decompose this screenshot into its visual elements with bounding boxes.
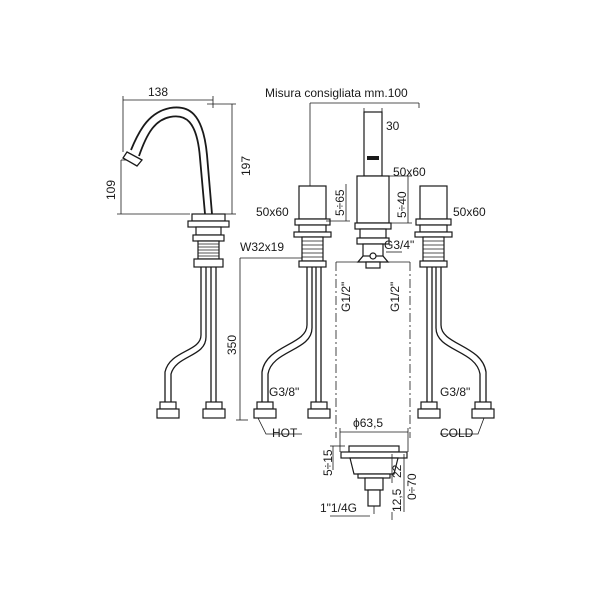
dim-50x60-right: 50x60 — [453, 205, 486, 219]
thread-g1-2-right: G1/2" — [388, 282, 402, 312]
dim-5-15: 5÷15 — [321, 449, 335, 476]
dim-50x60-top: 50x60 — [393, 165, 426, 179]
dim-5-65: 5÷65 — [333, 189, 347, 216]
dimension-labels: 138 197 109 Misura consigliata mm.100 30… — [104, 85, 486, 515]
spout-side-view — [117, 96, 236, 419]
thread-g1-2-left: G1/2" — [339, 282, 353, 312]
dim-0-70: 0÷70 — [405, 473, 419, 500]
recommended-measure: Misura consigliata mm.100 — [265, 86, 408, 100]
dim-350: 350 — [225, 335, 239, 355]
thread-g3-4: G3/4" — [384, 238, 414, 252]
dim-22: 22 — [390, 464, 404, 478]
dim-50x60-left: 50x60 — [256, 205, 289, 219]
dim-12-5: 12,5 — [390, 488, 404, 512]
label-cold: COLD — [440, 426, 474, 440]
thread-g3-8-right: G3/8" — [440, 385, 470, 399]
dim-109: 109 — [104, 180, 118, 200]
label-hot: HOT — [272, 426, 298, 440]
mixer-body-front-view — [236, 102, 495, 438]
thread-g3-8-left: G3/8" — [269, 385, 299, 399]
dim-30: 30 — [386, 119, 400, 133]
dim-138: 138 — [148, 85, 168, 99]
thread-w32x19: W32x19 — [240, 240, 284, 254]
thread-1-1-4g: 1"1/4G — [320, 501, 357, 515]
dim-5-40: 5÷40 — [395, 191, 409, 218]
pop-up-waste — [330, 428, 409, 520]
dim-197: 197 — [239, 156, 253, 176]
dim-phi-63-5: ϕ63,5 — [353, 416, 383, 430]
